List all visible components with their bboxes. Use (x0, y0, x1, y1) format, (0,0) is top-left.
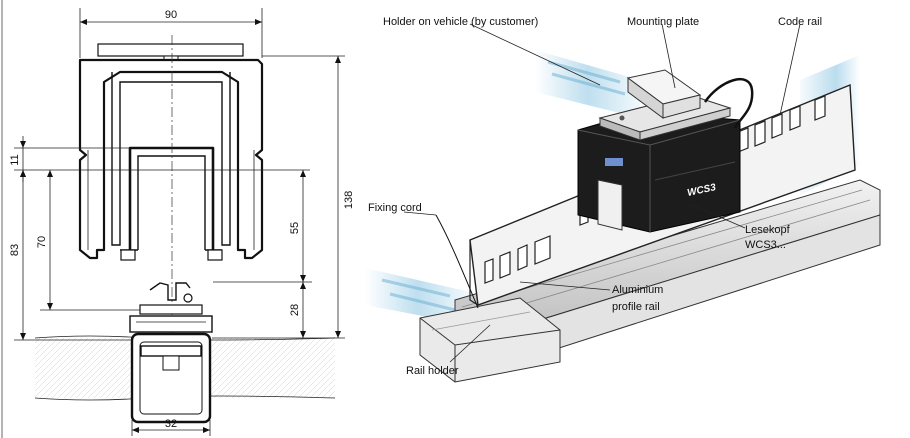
label-lesekopf: Lesekopf (745, 224, 791, 236)
illustration-3d: WCS3 Holde (365, 16, 881, 383)
label-aluminium: Aluminium (612, 284, 663, 296)
housing-outer (78, 58, 264, 260)
housing-inner (111, 72, 231, 246)
dimension-32: 32 (131, 418, 211, 436)
label-mounting-plate: Mounting plate (627, 16, 699, 28)
label-rail-holder: Rail holder (406, 365, 459, 377)
dim-label-138: 138 (343, 191, 355, 209)
dimension-70: 70 (36, 170, 140, 311)
label-profile-rail: profile rail (612, 301, 660, 313)
fixing-cord (435, 214, 479, 309)
dim-label-28: 28 (289, 304, 301, 316)
dimension-90: 90 (79, 8, 263, 58)
dim-label-55: 55 (289, 222, 301, 234)
dim-label-90: 90 (165, 9, 177, 21)
dim-label-70: 70 (36, 236, 48, 248)
technical-drawing: 90 138 11 83 7 (1, 0, 355, 438)
label-lesekopf-model: WCS3... (745, 239, 786, 251)
status-led (605, 158, 623, 166)
leader-lines (403, 23, 801, 363)
dimension-83: 83 (9, 170, 132, 341)
dimension-11: 11 (9, 136, 310, 182)
rail-holder (419, 297, 561, 383)
dim-label-11: 11 (9, 154, 21, 165)
dimension-28: 28 (289, 282, 306, 338)
reading-head: WCS3 (577, 111, 741, 233)
center-slot (128, 146, 215, 252)
top-plate (97, 43, 244, 57)
vehicle-holder (626, 69, 702, 119)
label-holder: Holder on vehicle (by customer) (383, 16, 538, 28)
dim-label-32: 32 (165, 418, 177, 430)
dim-label-83: 83 (9, 244, 21, 256)
dimension-55: 55 (213, 170, 312, 283)
dimension-138: 138 (212, 55, 355, 339)
cable (703, 78, 754, 129)
label-code-rail: Code rail (778, 16, 822, 28)
label-fixing-cord: Fixing cord (368, 202, 422, 214)
rail-assembly (129, 282, 213, 333)
